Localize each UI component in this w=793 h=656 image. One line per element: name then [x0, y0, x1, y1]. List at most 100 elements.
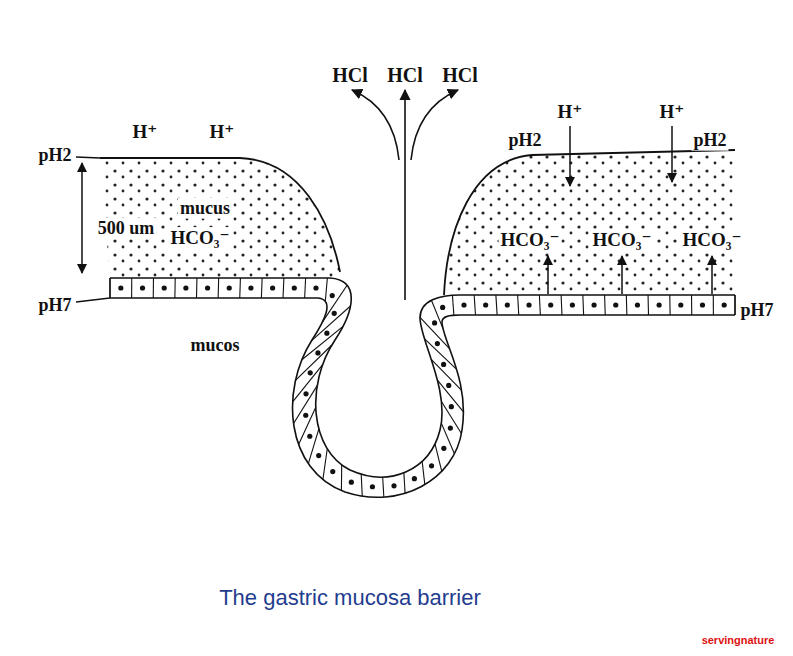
cell-nucleus	[330, 469, 335, 474]
cell-wall	[474, 295, 475, 315]
watermark: servingnature	[700, 634, 777, 647]
cell-wall	[424, 339, 456, 370]
acid-label: HCl	[330, 64, 370, 87]
cell-wall	[341, 465, 342, 491]
cell-nucleus	[448, 425, 453, 430]
dimension-label: 500 um	[96, 218, 157, 239]
cell-nucleus	[162, 285, 167, 290]
cell-wall	[734, 295, 735, 315]
cell-wall	[431, 359, 461, 390]
ph-label: pH2	[506, 130, 543, 151]
cell-nucleus	[349, 480, 354, 485]
bicarbonate-arrow	[711, 256, 713, 294]
cell-wall	[496, 295, 497, 315]
cell-wall	[539, 295, 541, 315]
cell-nucleus	[315, 350, 320, 355]
bicarbonate-arrow	[621, 256, 623, 294]
cell-wall	[131, 278, 132, 298]
cell-nucleus	[308, 370, 313, 375]
cell-wall	[304, 278, 306, 298]
cell-wall	[561, 295, 563, 315]
cell-nucleus	[324, 331, 329, 336]
cell-wall	[713, 295, 714, 315]
cell-wall	[323, 285, 348, 322]
cell-nucleus	[370, 484, 375, 489]
cell-nucleus	[205, 285, 210, 290]
leader-line	[76, 298, 110, 302]
cell-nucleus	[461, 302, 466, 307]
layer-name: mucos	[189, 335, 242, 356]
caption: The gastric mucosa barrier	[219, 585, 481, 611]
cell-nucleus	[635, 302, 640, 307]
cell-nucleus	[391, 483, 396, 488]
acid-label: HCl	[385, 64, 425, 87]
cell-nucleus	[313, 285, 318, 290]
epithelium-end	[109, 278, 110, 298]
secretion-arrow	[404, 90, 406, 300]
cell-nucleus	[307, 434, 312, 439]
cell-nucleus	[483, 302, 488, 307]
secretion-arrow	[411, 90, 458, 160]
cell-nucleus	[118, 285, 123, 290]
cell-wall	[294, 386, 318, 424]
cell-wall	[293, 365, 323, 402]
cell-nucleus	[722, 302, 727, 307]
cell-wall	[582, 295, 584, 315]
cell-nucleus	[570, 302, 575, 307]
cell-nucleus	[270, 285, 275, 290]
proton-arrow	[569, 126, 571, 186]
cell-nucleus	[227, 285, 232, 290]
cell-nucleus	[303, 391, 308, 396]
cell-nucleus	[292, 285, 297, 290]
cell-nucleus	[678, 302, 683, 307]
cell-nucleus	[441, 446, 446, 451]
ph-label: pH7	[738, 300, 775, 321]
cell-wall	[218, 278, 220, 298]
cell-nucleus	[435, 341, 440, 346]
cell-nucleus	[432, 320, 437, 325]
cell-wall	[626, 295, 628, 315]
ion-label: HCO₃⁻	[498, 229, 561, 251]
mucus-surface	[444, 150, 735, 295]
cell-nucleus	[446, 383, 451, 388]
ion-label: HCO₃⁻	[680, 229, 743, 251]
cell-wall	[109, 278, 110, 298]
cell-wall	[648, 295, 650, 315]
cell-wall	[308, 429, 319, 464]
cell-wall	[404, 473, 405, 494]
cell-nucleus	[591, 302, 596, 307]
cell-wall	[422, 461, 425, 484]
cell-nucleus	[412, 476, 417, 481]
cell-nucleus	[440, 305, 445, 310]
cell-wall	[282, 278, 284, 298]
mucus-layer	[444, 150, 735, 295]
ion-label: HCO₃⁻	[168, 227, 231, 249]
cell-nucleus	[548, 302, 553, 307]
ph-label: pH2	[691, 130, 728, 151]
ph-label: pH2	[36, 145, 73, 166]
cell-wall	[431, 300, 442, 328]
epithelium-edge	[110, 298, 735, 497]
cell-wall	[435, 444, 442, 471]
dimension-arrow	[81, 163, 83, 273]
cell-wall	[383, 477, 384, 497]
cell-wall	[261, 278, 263, 298]
cell-nucleus	[657, 302, 662, 307]
cell-wall	[437, 380, 463, 412]
cell-nucleus	[140, 285, 145, 290]
cell-wall	[299, 407, 316, 444]
ion-label: H⁺	[658, 101, 687, 123]
cell-nucleus	[316, 453, 321, 458]
proton-arrow	[671, 126, 673, 182]
cell-wall	[239, 278, 241, 298]
cell-nucleus	[248, 285, 253, 290]
cell-wall	[174, 278, 175, 298]
cell-nucleus	[183, 285, 188, 290]
cell-nucleus	[429, 463, 434, 468]
leader-line	[76, 157, 100, 158]
ion-label: H⁺	[556, 101, 585, 123]
cell-wall	[691, 295, 692, 315]
cell-nucleus	[330, 293, 335, 298]
secretion-arrow	[352, 90, 399, 160]
